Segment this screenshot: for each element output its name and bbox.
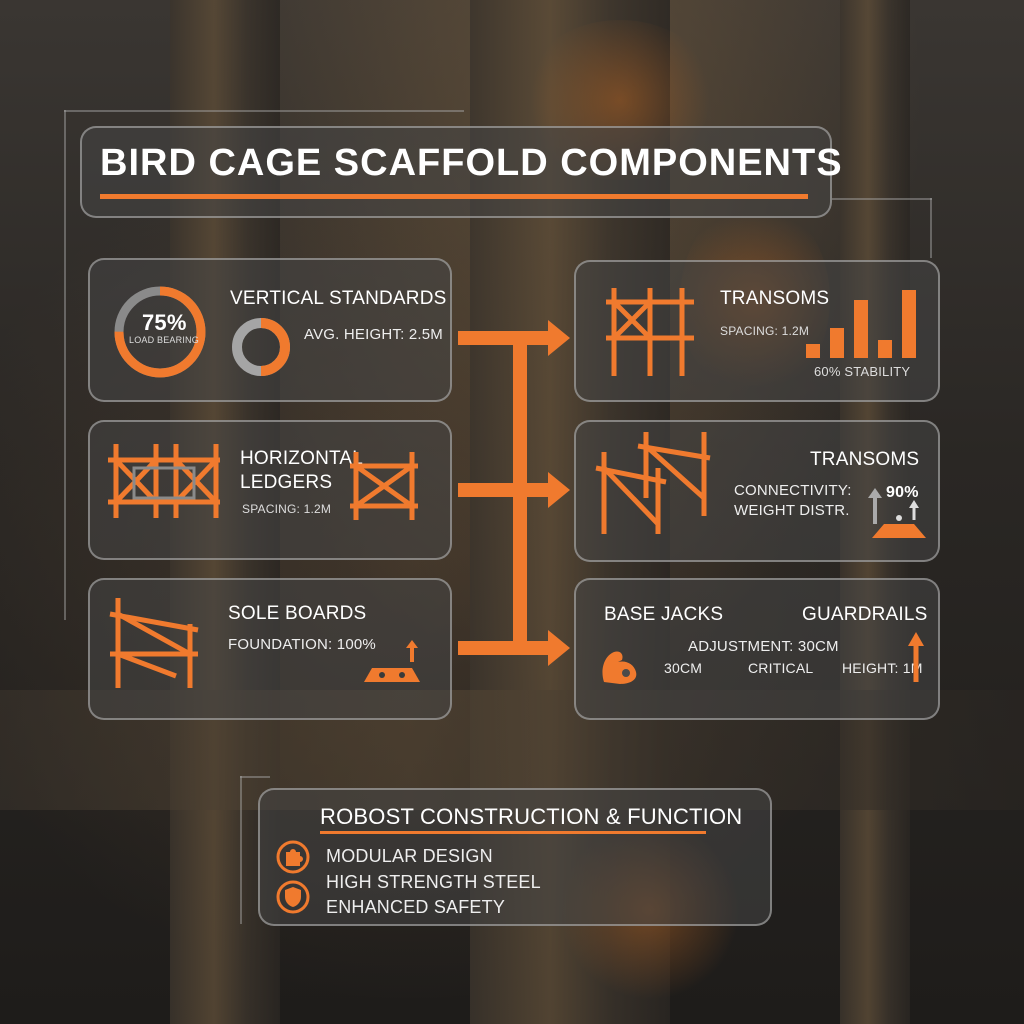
scaffold-frame-icon — [595, 432, 711, 534]
outer-frame-left — [64, 110, 66, 620]
transoms-top-detail: SPACING: 1.2M — [720, 324, 810, 338]
transoms-mid-detail2: WEIGHT DISTR. — [734, 502, 850, 519]
gauge-label: LOAD BEARING — [129, 335, 199, 345]
outer-frame-right — [832, 198, 932, 200]
base-jacks-left-value: 30CM — [664, 660, 703, 676]
bar-chart-icon — [806, 290, 916, 358]
horizontal-ledgers-title-line2: LEDGERS — [240, 472, 333, 493]
ring-gauge-icon — [114, 286, 206, 378]
strength-icon — [602, 651, 637, 684]
gauge-value: 75% — [142, 310, 187, 335]
base-plate-icon — [364, 640, 420, 682]
transoms-panel-mid — [574, 420, 940, 562]
summary-frame-top — [240, 776, 270, 778]
transoms-mid-value: 90% — [886, 484, 919, 501]
summary-item: HIGH STRENGTH STEEL — [326, 872, 541, 892]
title-panel — [80, 126, 832, 218]
outer-frame-right-vert — [930, 198, 932, 258]
base-plate-icon — [872, 500, 926, 538]
transoms-mid-detail1: CONNECTIVITY: — [734, 482, 852, 499]
transoms-top-title: TRANSOMS — [720, 288, 830, 309]
guardrails-height: HEIGHT: 1M — [842, 660, 923, 676]
scaffold-frame-icon — [109, 598, 199, 688]
sole-boards-panel — [88, 578, 452, 720]
title-underline — [100, 194, 808, 199]
summary-item: ENHANCED SAFETY — [326, 897, 506, 917]
base-jacks-title: BASE JACKS — [604, 604, 724, 625]
base-jacks-panel — [574, 578, 940, 720]
summary-frame-left — [240, 776, 242, 924]
transoms-top-stat: 60% STABILITY — [814, 364, 911, 379]
scaffold-frame-icon — [108, 444, 220, 518]
outer-frame-top — [64, 110, 464, 112]
transoms-mid-title: TRANSOMS — [810, 449, 920, 470]
donut-icon — [232, 318, 290, 376]
sole-boards-detail: FOUNDATION: 100% — [228, 636, 376, 653]
vertical-standards-detail: AVG. HEIGHT: 2.5M — [304, 326, 443, 343]
summary-title: ROBOST CONSTRUCTION & FUNCTION — [320, 804, 743, 829]
scaffold-frame-icon — [350, 452, 418, 520]
summary-title-underline — [320, 831, 706, 834]
puzzle-icon — [276, 840, 310, 874]
guardrails-title: GUARDRAILS — [802, 604, 928, 625]
horizontal-ledgers-title-line1: HORIZONTAL — [240, 448, 364, 469]
horizontal-ledgers-detail: SPACING: 1.2M — [242, 502, 332, 516]
page-title: BIRD CAGE SCAFFOLD COMPONENTS — [100, 142, 843, 184]
summary-item: MODULAR DESIGN — [326, 846, 493, 866]
base-jacks-middle: CRITICAL — [748, 660, 814, 676]
up-arrow-icon — [908, 632, 924, 682]
transoms-panel-top — [574, 260, 940, 402]
up-arrow-icon — [868, 488, 882, 524]
summary-panel — [258, 788, 772, 926]
vertical-standards-title: VERTICAL STANDARDS — [230, 288, 447, 309]
base-jacks-adjustment: ADJUSTMENT: 30CM — [688, 638, 839, 655]
scaffold-frame-icon — [606, 288, 694, 376]
shield-icon — [276, 880, 310, 914]
sole-boards-title: SOLE BOARDS — [228, 603, 367, 624]
